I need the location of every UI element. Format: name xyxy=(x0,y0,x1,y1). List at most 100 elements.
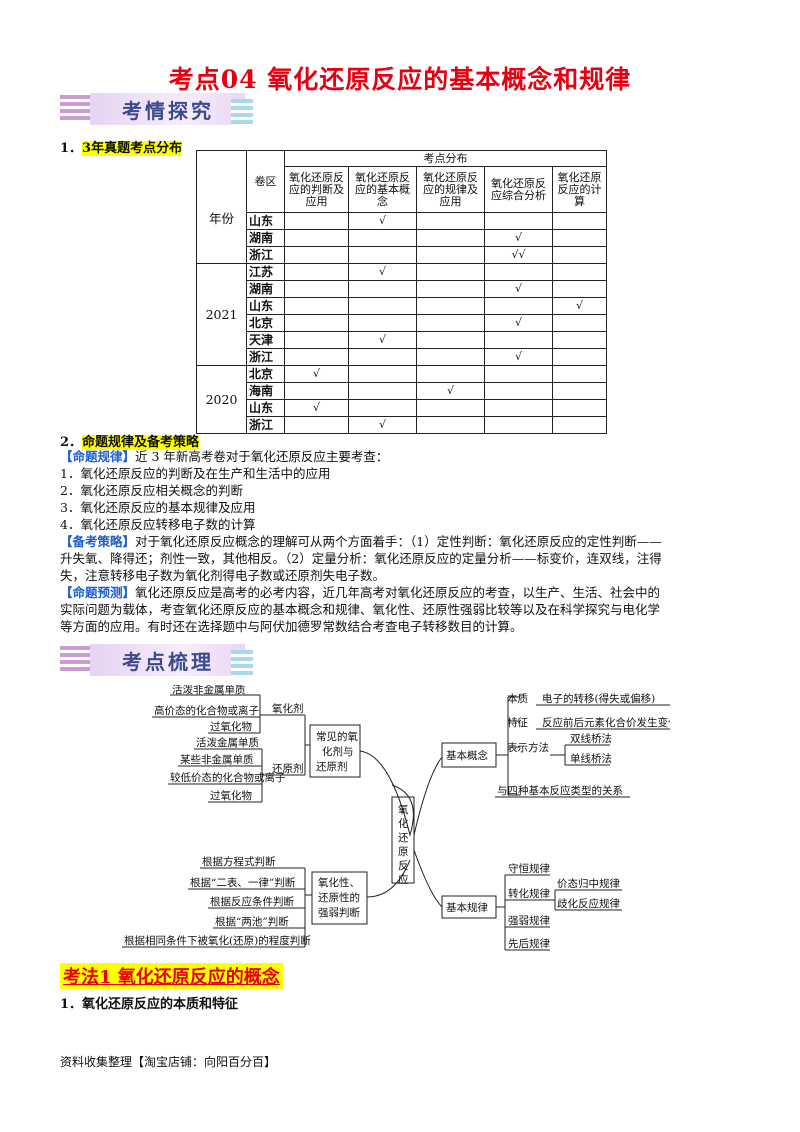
common-box-line: 还原剂 xyxy=(316,760,348,773)
concept-value: 电子的转移(得失或偏移) xyxy=(542,692,655,705)
mark-cell xyxy=(348,280,417,298)
mark-cell xyxy=(552,246,607,264)
judge-box-line: 强弱判断 xyxy=(318,906,360,919)
law-item: 转化规律 xyxy=(508,887,550,900)
strategy-paragraph: 【备考策略】对于氧化还原反应概念的理解可从两个方面着手：（1）定性判断：氧化还原… xyxy=(60,534,662,583)
judge-box-line: 氧化性、 xyxy=(318,876,360,889)
mark-cell xyxy=(348,348,417,366)
center-char: 还 xyxy=(398,832,409,844)
mark-cell xyxy=(348,399,417,417)
topic-column-header: 氧化还原反应的计算 xyxy=(552,166,607,213)
mark-cell xyxy=(484,212,553,230)
mark-cell xyxy=(552,399,607,417)
oxidant-item: 活泼非金属单质 xyxy=(172,685,246,696)
mark-cell: √ xyxy=(284,399,349,417)
mark-cell xyxy=(552,212,607,230)
region-cell: 湖南 xyxy=(246,229,285,247)
section-3-heading: 考法1 氧化还原反应的概念 xyxy=(60,963,283,989)
judge-item: 根据“二表、一律”判断 xyxy=(190,876,296,889)
oxidant-item: 高价态的化合物或离子 xyxy=(154,704,259,717)
mark-cell xyxy=(348,314,417,332)
mark-cell xyxy=(348,297,417,315)
mark-cell: √ xyxy=(348,212,417,230)
reductant-label: 还原剂 xyxy=(272,762,304,775)
topic-column-header: 氧化还原反应的判断及应用 xyxy=(284,166,349,213)
region-cell: 浙江 xyxy=(246,416,285,434)
rule-intro: 【命题规律】近 3 年新高考卷对于氧化还原反应主要考查： xyxy=(60,449,389,464)
section-2-label: 命题规律及备考策略 xyxy=(82,435,200,450)
judge-item: 根据方程式判断 xyxy=(202,855,276,868)
mark-cell xyxy=(484,416,553,434)
mark-cell xyxy=(348,365,417,383)
mark-cell xyxy=(348,229,417,247)
mark-cell xyxy=(552,365,607,383)
footer-source: 资料收集整理【淘宝店铺：向阳百分百】 xyxy=(60,1055,277,1069)
law-item: 强弱规律 xyxy=(508,914,550,927)
mark-cell xyxy=(552,348,607,366)
banner-label: 考点梳理 xyxy=(122,650,214,674)
mark-cell xyxy=(552,229,607,247)
rule-item-2: 2．氧化还原反应相关概念的判断 xyxy=(60,483,243,498)
region-cell: 浙江 xyxy=(246,246,285,264)
mark-cell xyxy=(484,297,553,315)
mark-cell xyxy=(484,382,553,400)
mark-cell xyxy=(484,365,553,383)
mark-cell xyxy=(416,365,485,383)
year-header xyxy=(196,150,247,213)
concept-mindmap: 活泼非金属单质 高价态的化合物或离子 过氧化物 氧化剂 活泼金属单质 某些非金属… xyxy=(122,685,670,951)
region-cell: 天津 xyxy=(246,331,285,349)
mark-cell: √ xyxy=(348,331,417,349)
concept-key: 特征 xyxy=(507,717,528,729)
mark-cell xyxy=(284,263,349,281)
mark-cell xyxy=(284,382,349,400)
mark-cell xyxy=(416,280,485,298)
mark-cell xyxy=(484,263,553,281)
exam-distribution-table: 卷区考点分布氧化还原反应的判断及应用氧化还原反应的基本概念氧化还原反应的规律及应… xyxy=(196,150,607,434)
mark-cell xyxy=(416,212,485,230)
mark-cell xyxy=(416,416,485,434)
banner-label: 考情探究 xyxy=(122,99,214,123)
banner-key-points: 考点梳理 xyxy=(60,644,253,676)
mark-cell xyxy=(284,246,349,264)
mark-cell xyxy=(416,314,485,332)
region-cell: 山东 xyxy=(246,297,285,315)
expression-label: 表示方法 xyxy=(507,741,549,754)
topic-column-header: 氧化还原反应综合分析 xyxy=(484,166,553,213)
mark-cell xyxy=(284,331,349,349)
year-cell: 年份 xyxy=(196,212,247,264)
center-char: 原 xyxy=(398,846,409,858)
region-cell: 北京 xyxy=(246,365,285,383)
mark-cell xyxy=(484,331,553,349)
topic-column-header: 氧化还原反应的基本概念 xyxy=(348,166,417,213)
mark-cell xyxy=(284,314,349,332)
mark-cell: √ xyxy=(484,314,553,332)
region-cell: 山东 xyxy=(246,399,285,417)
mark-cell xyxy=(284,297,349,315)
relation-label: 与四种基本反应类型的关系 xyxy=(497,784,623,797)
judge-box-line: 还原性的 xyxy=(318,891,360,904)
law-item: 守恒规律 xyxy=(508,862,550,875)
region-cell: 浙江 xyxy=(246,348,285,366)
mark-cell xyxy=(348,382,417,400)
mark-cell xyxy=(284,416,349,434)
rule-item-4: 4．氧化还原反应转移电子数的计算 xyxy=(60,517,256,532)
mark-cell xyxy=(284,280,349,298)
mark-cell xyxy=(416,331,485,349)
mark-cell xyxy=(552,331,607,349)
mark-cell xyxy=(284,212,349,230)
expression-item: 双线桥法 xyxy=(570,732,612,745)
year-cell: 2020 xyxy=(196,365,247,434)
mark-cell: √ xyxy=(416,382,485,400)
topic-header: 考点分布 xyxy=(284,150,607,167)
reductant-item: 活泼金属单质 xyxy=(196,736,259,749)
reductant-item: 较低价态的化合物或离子 xyxy=(170,771,286,784)
region-cell: 海南 xyxy=(246,382,285,400)
center-char: 氧 xyxy=(398,803,409,816)
banner-exam-analysis: 考情探究 xyxy=(60,93,253,125)
common-box-line: 化剂与 xyxy=(322,745,354,758)
expression-item: 单线桥法 xyxy=(570,752,612,765)
region-cell: 山东 xyxy=(246,212,285,230)
center-char: 应 xyxy=(398,873,409,886)
mark-cell xyxy=(552,416,607,434)
mark-cell xyxy=(552,382,607,400)
